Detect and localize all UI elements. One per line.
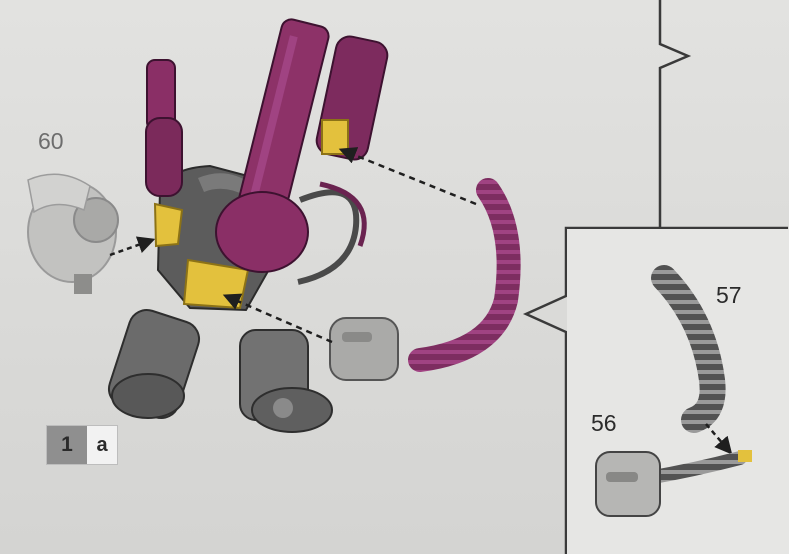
miniature-weapon-arm xyxy=(216,17,390,282)
part-number-57: 57 xyxy=(716,282,742,309)
step-badge: 1 a xyxy=(47,426,117,464)
step-sub-letter: a xyxy=(87,426,117,464)
step-number: 1 xyxy=(47,426,87,464)
miniature-left-arm xyxy=(146,60,182,196)
part-60-head-ghost xyxy=(28,174,118,294)
arrow-head-to-neck xyxy=(110,240,152,255)
part-number-60: 60 xyxy=(38,128,64,155)
part-number-56: 56 xyxy=(591,410,617,437)
arrow-cable-to-backpack xyxy=(342,150,476,204)
miniature-legs xyxy=(104,305,332,432)
